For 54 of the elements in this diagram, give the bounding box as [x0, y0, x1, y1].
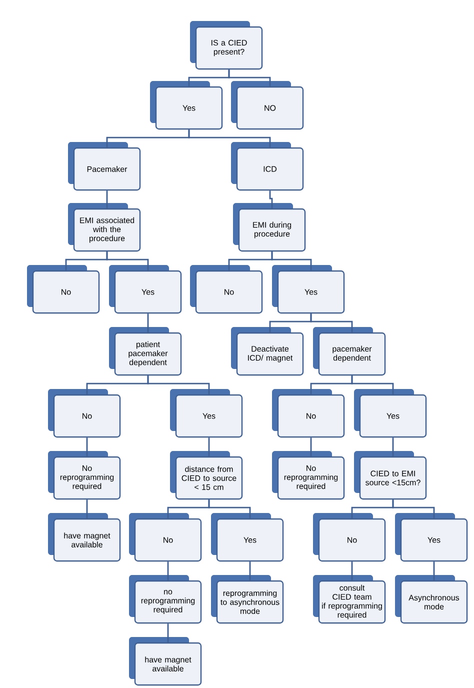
process-box: reprogramming to asynchronous mode [211, 575, 284, 624]
connector [271, 252, 312, 270]
connector [310, 438, 312, 456]
process-box: No [27, 265, 100, 314]
process-box: CIED to EMI source <15cm? [354, 451, 427, 500]
connector [249, 562, 251, 580]
connector [106, 190, 108, 208]
process-box: Yes [211, 513, 284, 562]
process-box: NO [231, 81, 304, 130]
process-box: pacemaker dependent [313, 327, 386, 376]
connector [392, 500, 435, 518]
process-box: patient pacemaker dependent [109, 327, 182, 376]
connector [147, 314, 149, 332]
process-box: consult CIED team if reprogramming required [313, 575, 386, 624]
process-box: No [313, 513, 386, 562]
connector [208, 500, 251, 518]
process-box: Yes [354, 389, 427, 438]
process-box: No [48, 389, 121, 438]
process-box: have magnet available [48, 513, 121, 562]
connector [433, 562, 435, 580]
process-box: distance from CIED to source < 15 cm [170, 451, 243, 500]
connector [106, 252, 149, 270]
process-box: Yes [109, 265, 182, 314]
connector [351, 376, 394, 394]
connector [351, 562, 353, 580]
connector [86, 500, 88, 518]
process-box: IS a CIED present? [190, 21, 263, 70]
process-box: Yes [170, 389, 243, 438]
process-box: No reprogramming required [48, 451, 121, 500]
process-box: Asynchronous mode [395, 575, 468, 624]
process-box: No reprogramming required [272, 451, 345, 500]
connector [147, 376, 210, 394]
process-box: ICD [231, 142, 304, 191]
process-box: Pacemaker [68, 142, 141, 191]
connector [86, 438, 88, 456]
connector [188, 130, 271, 148]
process-box: Yes [395, 513, 468, 562]
process-box: Deactivate ICD/ magnet [231, 327, 304, 376]
connector [167, 562, 169, 580]
connector [269, 190, 273, 208]
process-box: no reprogramming required [129, 575, 202, 624]
connector [208, 438, 210, 456]
process-box: have magnet available [129, 637, 202, 686]
process-box: EMI during procedure [233, 203, 306, 252]
connector [228, 70, 271, 86]
process-box: No [129, 513, 202, 562]
process-box: Yes [272, 265, 345, 314]
process-box: EMI associated with the procedure [68, 203, 141, 252]
connector [310, 314, 353, 332]
process-box: Yes [150, 81, 223, 130]
connector [167, 624, 169, 642]
process-box: No [190, 265, 263, 314]
process-box: No [272, 389, 345, 438]
connector [392, 438, 394, 456]
